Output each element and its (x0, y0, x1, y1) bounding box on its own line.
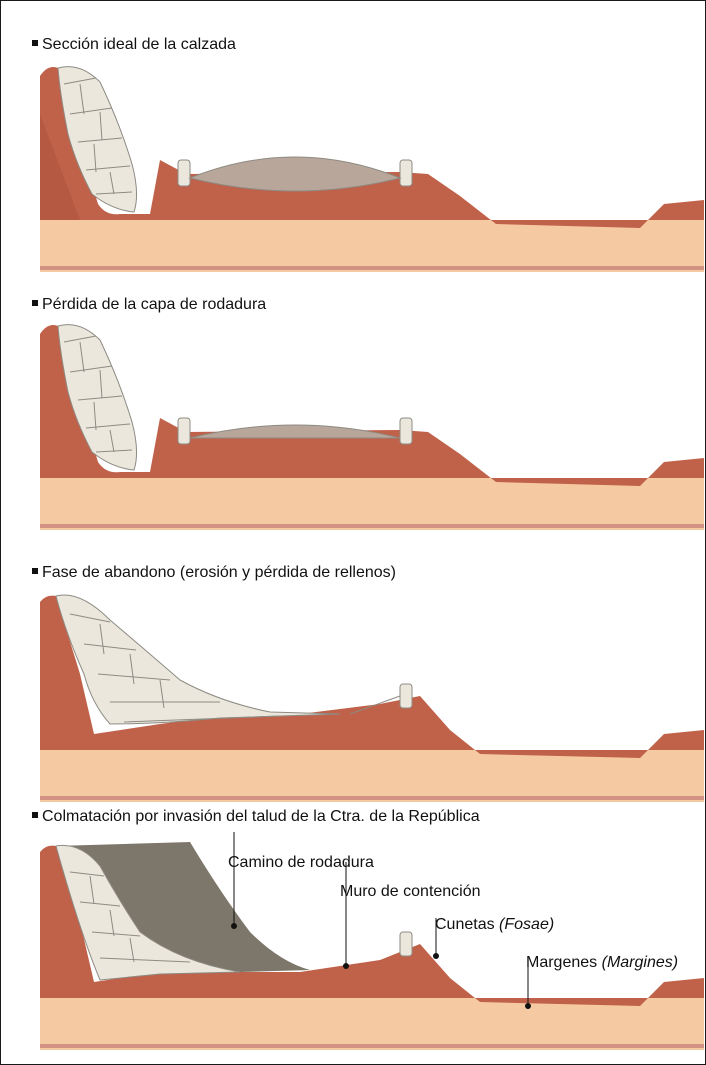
bullet-icon (32, 299, 38, 306)
section-colmatacion (40, 832, 704, 1050)
panel-1-title: Sección ideal de la calzada (32, 36, 236, 54)
section-abandono (40, 594, 704, 802)
bullet-icon (32, 39, 38, 46)
panel-2-title: Pérdida de la capa de rodadura (32, 296, 266, 314)
panel-4-title: Colmatación por invasión del talud de la… (32, 808, 480, 826)
label-margenes: Margenes (Margines) (526, 954, 679, 971)
section-ideal (40, 66, 704, 272)
panel-3-title: Fase de abandono (erosión y pérdida de r… (32, 564, 396, 582)
bullet-icon (32, 811, 38, 818)
label-camino-de-rodadura: Camino de rodadura (228, 854, 374, 871)
bullet-icon (32, 567, 38, 574)
section-perdida (40, 324, 704, 530)
label-cunetas: Cunetas (Fosae) (435, 916, 555, 933)
label-muro-de-contencion: Muro de contención (340, 883, 481, 900)
